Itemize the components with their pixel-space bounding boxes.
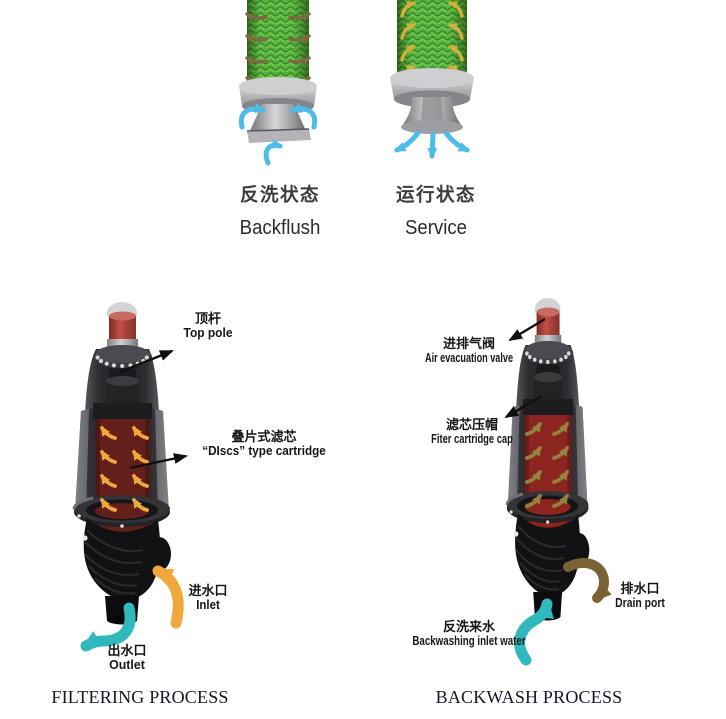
backwash-caption: BACKWASH PROCESS [435, 687, 623, 707]
inlet-label: 进水口 Inlet [188, 583, 228, 613]
cartridge-cap-label: 滤芯压帽 Fiter cartridge cap [431, 417, 513, 447]
cartridge-label: 叠片式滤芯 “DIscs” type cartridge [202, 429, 326, 459]
outlet-label: 出水口 Outlet [107, 643, 147, 673]
top-pole-label: 顶杆 Top pole [183, 311, 233, 341]
top-pole-pointer [119, 349, 174, 374]
service-cartridge-figure [390, 0, 474, 159]
backflush-cn: 反洗状态 [239, 184, 320, 205]
drain-label: 排水口 Drain port [615, 581, 665, 611]
backwash-inlet-arrow [514, 598, 554, 666]
air-valve-pointer [508, 317, 546, 342]
filtering-caption: FILTERING PROCESS [51, 687, 229, 707]
backwash-internal-arrows [525, 421, 569, 508]
backflush-cartridge-figure [238, 0, 318, 166]
drain-arrow [563, 558, 612, 603]
backflush-state-label: 反洗状态 Backflush [237, 181, 324, 240]
service-en: Service [404, 217, 468, 239]
backwash-inlet-label: 反洗来水 Backwashing inlet water [412, 619, 526, 649]
cartridge-cap-pointer [504, 394, 543, 419]
cartridge-pointer [129, 453, 188, 470]
inlet-arrow [152, 565, 184, 629]
outlet-arrow [80, 602, 136, 652]
air-valve-label: 进排气阀 Air evacuation valve [424, 336, 514, 366]
service-cn: 运行状态 [395, 184, 477, 205]
service-state-label: 运行状态 Service [396, 181, 476, 240]
filtering-device-figure [72, 300, 173, 626]
backflush-en: Backflush [239, 217, 321, 239]
